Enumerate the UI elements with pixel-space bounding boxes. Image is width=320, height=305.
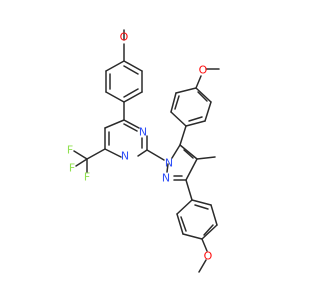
bond	[185, 179, 193, 201]
bond	[175, 87, 197, 94]
nitrogen-atom-label: N	[121, 150, 129, 163]
bond	[105, 60, 125, 72]
nitrogen-atom-label: N	[162, 172, 170, 185]
bond	[203, 224, 214, 236]
bond	[183, 149, 194, 159]
bond	[179, 125, 187, 146]
oxygen-atom-label: O	[204, 250, 213, 263]
bond	[166, 163, 169, 173]
bond	[191, 199, 212, 206]
bond	[195, 75, 202, 89]
bond	[201, 224, 218, 240]
bond	[123, 119, 140, 129]
bond	[174, 95, 180, 110]
bond	[176, 199, 193, 215]
fluorine-atom-label: F	[69, 162, 75, 175]
molecule-diagram: O O O N N N N F F F	[67, 29, 220, 273]
bond	[176, 213, 184, 235]
structure-drawing: O O O N N N N F F F	[67, 29, 220, 273]
bond	[188, 116, 203, 122]
fluorine-atom-label: F	[84, 171, 90, 184]
bond	[123, 88, 139, 98]
bond	[196, 156, 216, 160]
bond	[171, 144, 181, 159]
bond	[180, 216, 187, 232]
bond	[146, 149, 165, 161]
bond	[182, 233, 203, 240]
bond	[86, 148, 106, 160]
bond	[137, 149, 148, 157]
bond-lines	[73, 29, 220, 273]
bond	[179, 144, 198, 160]
bond	[194, 204, 209, 210]
bond	[204, 101, 212, 122]
bond	[185, 120, 206, 127]
bond	[170, 111, 187, 127]
bond	[105, 91, 125, 103]
bond	[123, 65, 139, 75]
bond	[198, 259, 207, 273]
bond	[185, 158, 198, 181]
bond	[104, 119, 125, 129]
bond	[123, 123, 138, 132]
nitrogen-atom-label: N	[165, 157, 173, 170]
bond	[195, 87, 212, 103]
bond	[210, 204, 218, 226]
bond	[75, 158, 88, 167]
fluorine-atom-label: F	[67, 144, 73, 157]
nitrogen-atom-label: N	[139, 126, 147, 139]
oxygen-atom-label: O	[120, 31, 129, 44]
bond	[201, 238, 208, 252]
bond	[123, 60, 143, 72]
bond	[73, 150, 88, 160]
bond	[197, 91, 208, 102]
oxygen-atom-label: O	[199, 64, 208, 77]
bond	[123, 91, 143, 103]
atom-labels: O O O N N N N F F F	[67, 31, 213, 263]
bond	[170, 92, 177, 113]
bond	[104, 148, 122, 158]
